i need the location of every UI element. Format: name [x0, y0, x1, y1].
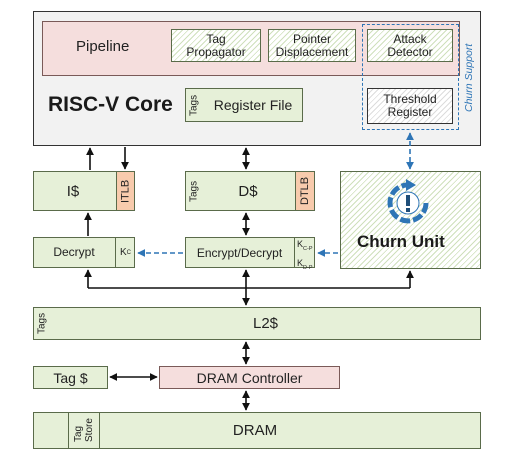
- encrypt-decrypt-box: [185, 237, 315, 268]
- decrypt-label: Decrypt: [53, 245, 95, 259]
- threshold-register-label: Threshold Register: [383, 92, 437, 119]
- dram-controller-box: DRAM Controller: [159, 366, 340, 389]
- dcache-box: [185, 171, 315, 211]
- dram-tag-store: [68, 412, 100, 449]
- dram-box: [33, 412, 481, 449]
- core-title: RISC-V Core: [48, 93, 173, 116]
- kc-label: K: [119, 247, 127, 258]
- l2-label: L2$: [252, 315, 279, 332]
- kdp-key: KD-P: [297, 256, 315, 275]
- decrypt-box: [33, 237, 135, 268]
- l2-cache-box: [33, 307, 481, 340]
- kcp-key: KC-P: [297, 237, 315, 256]
- dram-label: DRAM: [232, 422, 278, 439]
- churn-support-region: [362, 24, 459, 130]
- encrypt-decrypt-label: Encrypt/Decrypt: [196, 245, 283, 260]
- pointer-displacement-box: Pointer Displacement: [268, 29, 356, 62]
- icache-label: I$: [66, 182, 80, 200]
- tag-cache-label: Tag $: [53, 369, 88, 386]
- tag-propagator-box: Tag Propagator: [171, 29, 261, 62]
- attack-detector-box: Attack Detector: [367, 29, 453, 62]
- pipeline-label: Pipeline: [76, 38, 130, 55]
- encrypt-decrypt-keys: KC-P KD-P: [294, 237, 315, 271]
- pointer-displacement-label: Pointer Displacement: [275, 31, 349, 59]
- churn-cycle-icon: [380, 176, 436, 230]
- kdp-label: K: [297, 257, 304, 268]
- kcp-label: K: [297, 239, 304, 249]
- kdp-sub: D-P: [303, 264, 313, 271]
- tag-cache-box: Tag $: [33, 366, 108, 389]
- register-file-box: [185, 88, 303, 122]
- kcp-sub: C-P: [303, 245, 313, 252]
- register-file-label: Register File: [213, 97, 293, 113]
- churn-unit-label: Churn Unit: [357, 232, 445, 251]
- kc-sub: C: [126, 249, 131, 256]
- attack-detector-label: Attack Detector: [387, 31, 433, 59]
- tag-propagator-label: Tag Propagator: [186, 31, 246, 59]
- threshold-register-box: Threshold Register: [367, 88, 453, 124]
- dram-controller-label: DRAM Controller: [196, 369, 303, 386]
- dcache-label: D$: [238, 182, 258, 200]
